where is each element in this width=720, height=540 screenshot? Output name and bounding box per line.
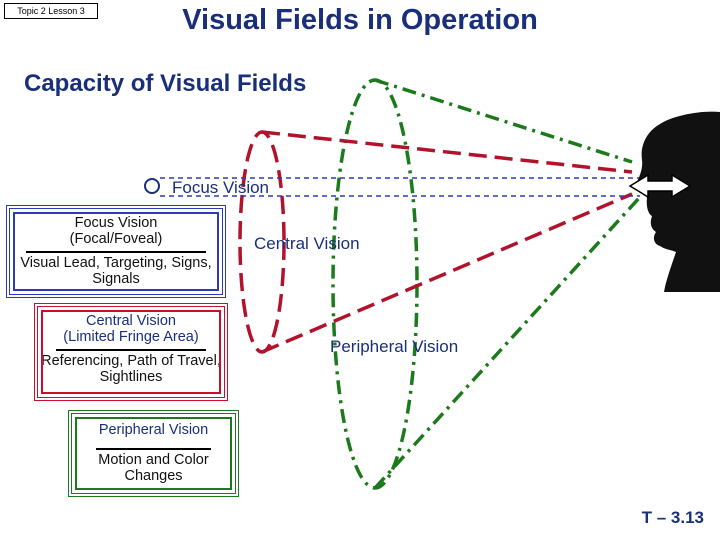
page-title: Visual Fields in Operation [182,4,538,36]
central-box-description: Referencing, Path of Travel, Sightlines [41,353,221,385]
peripheral-box-divider [96,448,211,450]
peripheral-vision-cone [331,78,642,490]
head-silhouette-icon [636,111,720,293]
central-box-divider [56,349,206,351]
focus-box-subheading: (Focal/Foveal) [69,231,163,247]
focus-box-heading: Focus Vision [74,215,158,231]
peripheral-box-description: Motion and Color Changes [98,452,209,484]
central-box-subheading: (Limited Fringe Area) [63,329,199,345]
section-subtitle: Capacity of Visual Fields [24,70,307,97]
central-vision-cone [238,130,633,354]
focus-box-divider [26,251,206,253]
focus-vision-box: Focus Vision (Focal/Foveal) Visual Lead,… [6,205,226,298]
central-vision-box: Central Vision (Limited Fringe Area) Ref… [34,303,228,401]
focus-point-icon [144,178,160,194]
topic-tag: Topic 2 Lesson 3 [4,3,98,19]
focus-box-description: Visual Lead, Targeting, Signs, Signals [20,255,212,287]
peripheral-vision-label: Peripheral Vision [330,337,459,356]
central-vision-label: Central Vision [254,234,360,253]
peripheral-vision-box: Peripheral Vision Motion and Color Chang… [68,410,239,497]
focus-vision-label: Focus Vision [172,178,270,197]
central-box-heading: Central Vision [85,313,176,329]
slide-number: T – 3.13 [641,508,704,527]
eye-arrow-icon [628,173,692,199]
focus-vision-lines [160,177,640,197]
peripheral-box-heading: Peripheral Vision [98,422,209,438]
